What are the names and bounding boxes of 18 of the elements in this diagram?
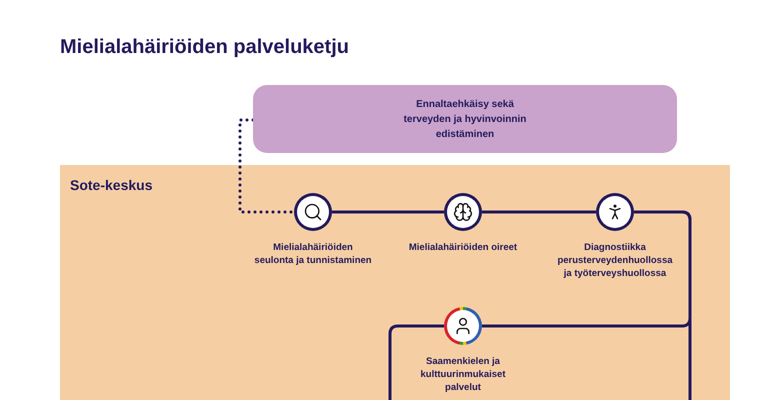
step-caption: Mielialahäiriöiden oireet bbox=[408, 241, 518, 254]
box-label: Ennaltaehkäisy sekä terveyden ja hyvinvoinnin edistäminen bbox=[402, 98, 528, 142]
diagram-title: Mielialahäiriöiden palveluketju bbox=[60, 36, 349, 59]
connector-line bbox=[482, 210, 596, 214]
step-caption: Mielialahäiriöiden seulonta ja tunnistaminen bbox=[253, 241, 373, 267]
dotted-connector bbox=[238, 118, 296, 214]
connector-line bbox=[332, 210, 444, 214]
area-band bbox=[60, 165, 730, 400]
connector-line bbox=[388, 324, 444, 400]
connector-line bbox=[634, 210, 692, 400]
step-circle bbox=[444, 307, 482, 345]
step-caption: Diagnostiikka perusterveydenhuollossa ja työterveyshuollossa bbox=[556, 241, 674, 280]
step-caption: Saamenkielen ja kulttuurinmukaiset palvelut bbox=[420, 355, 506, 394]
step-circle bbox=[294, 193, 332, 231]
area-heading: Sote-keskus bbox=[70, 177, 152, 193]
step-circle bbox=[596, 193, 634, 231]
step-circle bbox=[444, 193, 482, 231]
prevention-box bbox=[253, 85, 677, 153]
